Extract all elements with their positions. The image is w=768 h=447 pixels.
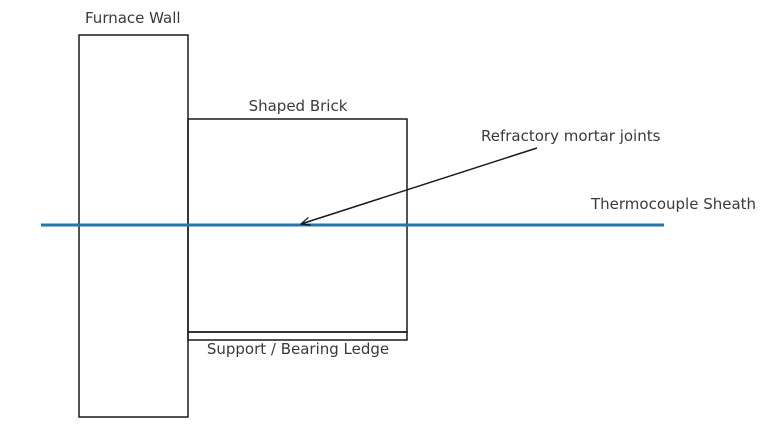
shaped-brick-label: Shaped Brick xyxy=(249,97,348,115)
ledge-label: Support / Bearing Ledge xyxy=(207,340,389,358)
thermocouple-label: Thermocouple Sheath xyxy=(590,195,756,213)
mortar-joints-arrow xyxy=(301,147,538,224)
mortar-joints-label: Refractory mortar joints xyxy=(481,127,661,145)
furnace-wall-label: Furnace Wall xyxy=(85,9,181,27)
bearing-ledge xyxy=(187,331,408,341)
